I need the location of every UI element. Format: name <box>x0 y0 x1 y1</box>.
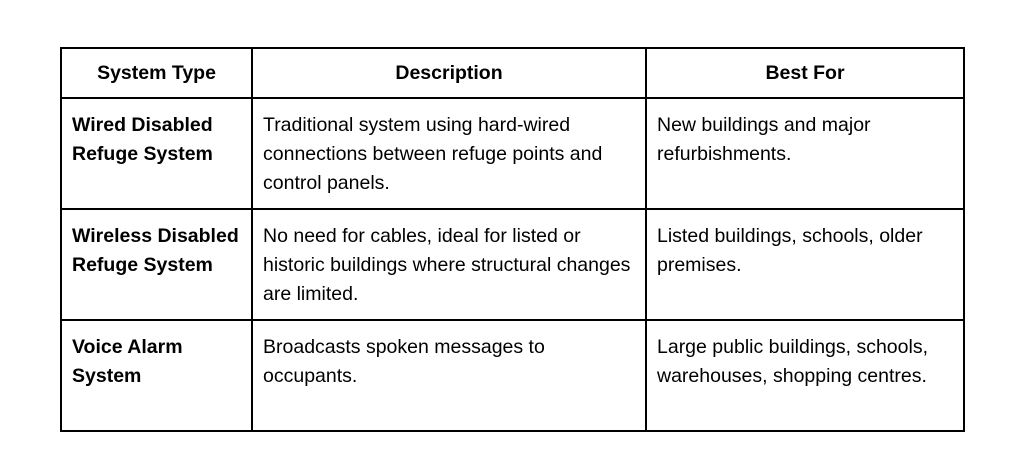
comparison-table-container: System Type Description Best For Wired D… <box>60 47 965 432</box>
cell-best-for: Large public buildings, schools, warehou… <box>645 319 965 432</box>
cell-best-for: New buildings and major refurbishments. <box>645 97 965 210</box>
cell-description: No need for cables, ideal for listed or … <box>251 208 647 321</box>
system-comparison-table: System Type Description Best For Wired D… <box>60 47 965 432</box>
table-row: Wired Disabled Refuge System Traditional… <box>60 97 965 210</box>
cell-system-type: Voice Alarm System <box>60 319 253 432</box>
header-best-for: Best For <box>645 47 965 99</box>
cell-description: Broadcasts spoken messages to occupants. <box>251 319 647 432</box>
cell-system-type: Wireless Disabled Refuge System <box>60 208 253 321</box>
table-row: Wireless Disabled Refuge System No need … <box>60 208 965 321</box>
table-row: Voice Alarm System Broadcasts spoken mes… <box>60 319 965 432</box>
cell-system-type: Wired Disabled Refuge System <box>60 97 253 210</box>
table-header-row: System Type Description Best For <box>60 47 965 99</box>
cell-description: Traditional system using hard-wired conn… <box>251 97 647 210</box>
header-system-type: System Type <box>60 47 253 99</box>
cell-best-for: Listed buildings, schools, older premise… <box>645 208 965 321</box>
header-description: Description <box>251 47 647 99</box>
